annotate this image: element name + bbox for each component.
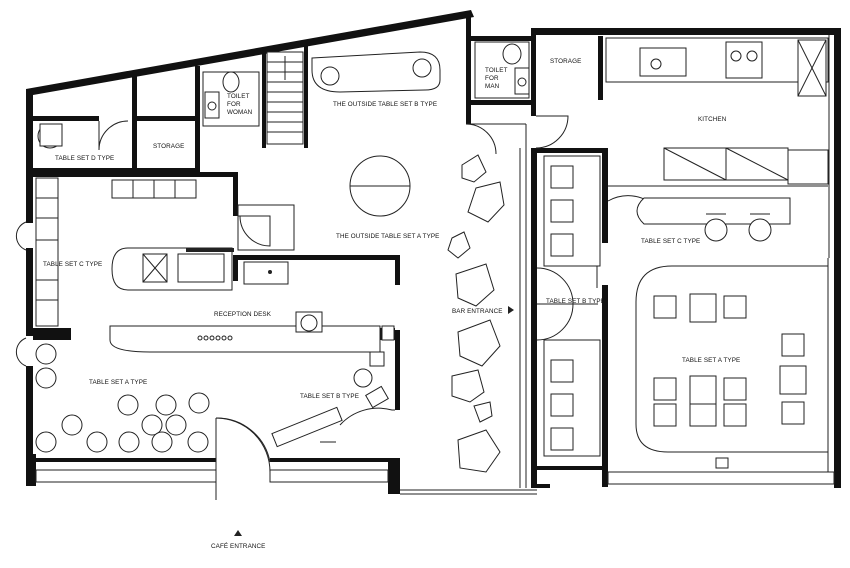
- label-table-c-right: TABLE SET C TYPE: [641, 238, 700, 245]
- label-kitchen: KITCHEN: [698, 116, 727, 123]
- room-labels: TABLE SET D TYPE STORAGE TOILET FOR WOMA…: [43, 58, 740, 550]
- label-table-d: TABLE SET D TYPE: [55, 155, 114, 162]
- label-toilet-woman-3: WOMAN: [227, 109, 253, 116]
- doors-and-lines: [35, 35, 835, 500]
- back-bar: [111, 247, 289, 291]
- bar-table-set-a: [635, 265, 828, 469]
- label-outside-a: THE OUTSIDE TABLE SET A TYPE: [336, 233, 439, 240]
- stepping-stones: [447, 154, 505, 473]
- label-table-c-left: TABLE SET C TYPE: [43, 261, 102, 268]
- label-cafe-entrance: CAFÉ ENTRANCE: [211, 541, 265, 550]
- cafe-table-set-a: [35, 343, 210, 453]
- kitchen: [605, 37, 829, 187]
- walls: [26, 10, 841, 494]
- bar-entrance-arrow-icon: [508, 306, 514, 314]
- label-table-a-right: TABLE SET A TYPE: [682, 357, 740, 364]
- table-set-c-left: [15, 177, 197, 367]
- label-table-b-bar: TABLE SET B TYPE: [546, 298, 605, 305]
- label-storage-right: STORAGE: [550, 58, 581, 65]
- label-bar-entrance: BAR ENTRANCE: [452, 308, 503, 315]
- label-table-a-left: TABLE SET A TYPE: [89, 379, 147, 386]
- outside-table-set-b: [311, 51, 441, 93]
- reception-desk: [109, 311, 395, 353]
- toilet-woman: [202, 71, 260, 127]
- label-reception: RECEPTION DESK: [214, 311, 272, 318]
- cafe-entrance-arrow-icon: [234, 530, 242, 536]
- staircase: [266, 51, 304, 145]
- label-outside-b: THE OUTSIDE TABLE SET B TYPE: [333, 101, 437, 108]
- label-toilet-man-3: MAN: [485, 83, 500, 90]
- outside-table-set-a: [349, 155, 411, 217]
- label-toilet-woman-1: TOILET: [227, 93, 250, 100]
- bar-table-set-b: [543, 155, 601, 457]
- label-table-b-cafe: TABLE SET B TYPE: [300, 393, 359, 400]
- table-set-c-right: [636, 197, 791, 242]
- cafe-table-set-b: [271, 351, 389, 448]
- label-toilet-man-1: TOILET: [485, 67, 508, 74]
- table-set-d: [37, 123, 63, 149]
- toilet-man: [474, 41, 530, 99]
- label-toilet-man-2: FOR: [485, 75, 499, 82]
- entrance-markers: [234, 306, 514, 536]
- label-storage-left: STORAGE: [153, 143, 184, 150]
- label-toilet-woman-2: FOR: [227, 101, 241, 108]
